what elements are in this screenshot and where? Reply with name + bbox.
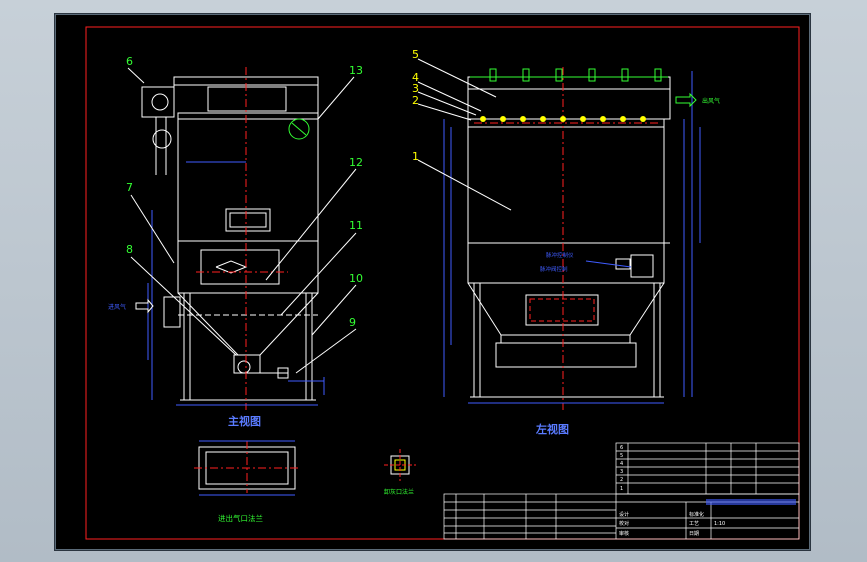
air-in-arrow-icon <box>135 298 154 314</box>
part-no-4: 3 <box>620 469 623 475</box>
left-view-caption: 左视图 <box>535 422 569 436</box>
title-row-3: 审核 <box>619 530 629 537</box>
part-no-1: 6 <box>620 445 623 451</box>
pulse-valves <box>470 68 668 122</box>
flange-caption: 进出气口法兰 <box>218 513 263 523</box>
title-row-2: 校对 <box>619 520 629 527</box>
title-row-5: 工艺 <box>689 521 699 527</box>
air-in-label: 进风气 <box>108 303 126 311</box>
balloon-11: 11 <box>349 219 363 232</box>
balloon-13: 13 <box>349 64 363 77</box>
title-row-1: 设计 <box>619 511 629 518</box>
side-note-2: 脉冲阀控制 <box>540 265 568 273</box>
title-bar <box>706 499 796 505</box>
balloon-10: 10 <box>349 272 363 285</box>
small-flange <box>384 449 416 481</box>
balloon-7: 7 <box>126 181 133 194</box>
balloon-5: 5 <box>412 48 419 61</box>
part-no-3: 4 <box>620 461 623 467</box>
balloon-3: 3 <box>412 82 419 95</box>
drawing-frame <box>85 26 800 540</box>
title-row-4: 标准化 <box>689 511 704 518</box>
left-dimensions <box>443 71 701 404</box>
side-note-1: 脉冲控制仪 <box>546 251 574 259</box>
left-view <box>467 76 671 398</box>
balloon-4: 4 <box>412 71 419 84</box>
part-no-2: 5 <box>620 453 623 459</box>
left-leaders <box>417 58 512 211</box>
balloon-9: 9 <box>349 316 356 329</box>
front-view <box>141 76 319 401</box>
title-row-6: 日期 <box>689 531 699 537</box>
part-no-6: 1 <box>620 486 623 492</box>
balloon-1: 1 <box>412 150 419 163</box>
drawing-canvas: 进风气 6 13 12 11 10 9 7 8 主视图 <box>85 26 800 540</box>
balloon-6: 6 <box>126 55 133 68</box>
balloon-2: 2 <box>412 94 419 107</box>
part-no-5: 2 <box>620 477 623 483</box>
front-leaders <box>127 67 357 374</box>
balloon-12: 12 <box>349 156 363 169</box>
inspection-port-icon <box>288 118 310 140</box>
air-out-arrow-icon <box>675 92 697 108</box>
balloon-8: 8 <box>126 243 133 256</box>
small-flange-caption: 卸灰口法兰 <box>384 488 414 496</box>
title-scale: 1:10 <box>714 521 725 527</box>
drawing-sheet: 进风气 6 13 12 11 10 9 7 8 主视图 <box>55 14 810 550</box>
air-out-label: 出风气 <box>702 97 720 105</box>
title-block-rows: 设计 校对 审核 标准化 工艺 日期 1:10 6 5 4 3 2 1 <box>619 445 725 537</box>
flange-detail <box>194 440 300 496</box>
front-view-caption: 主视图 <box>228 414 261 428</box>
